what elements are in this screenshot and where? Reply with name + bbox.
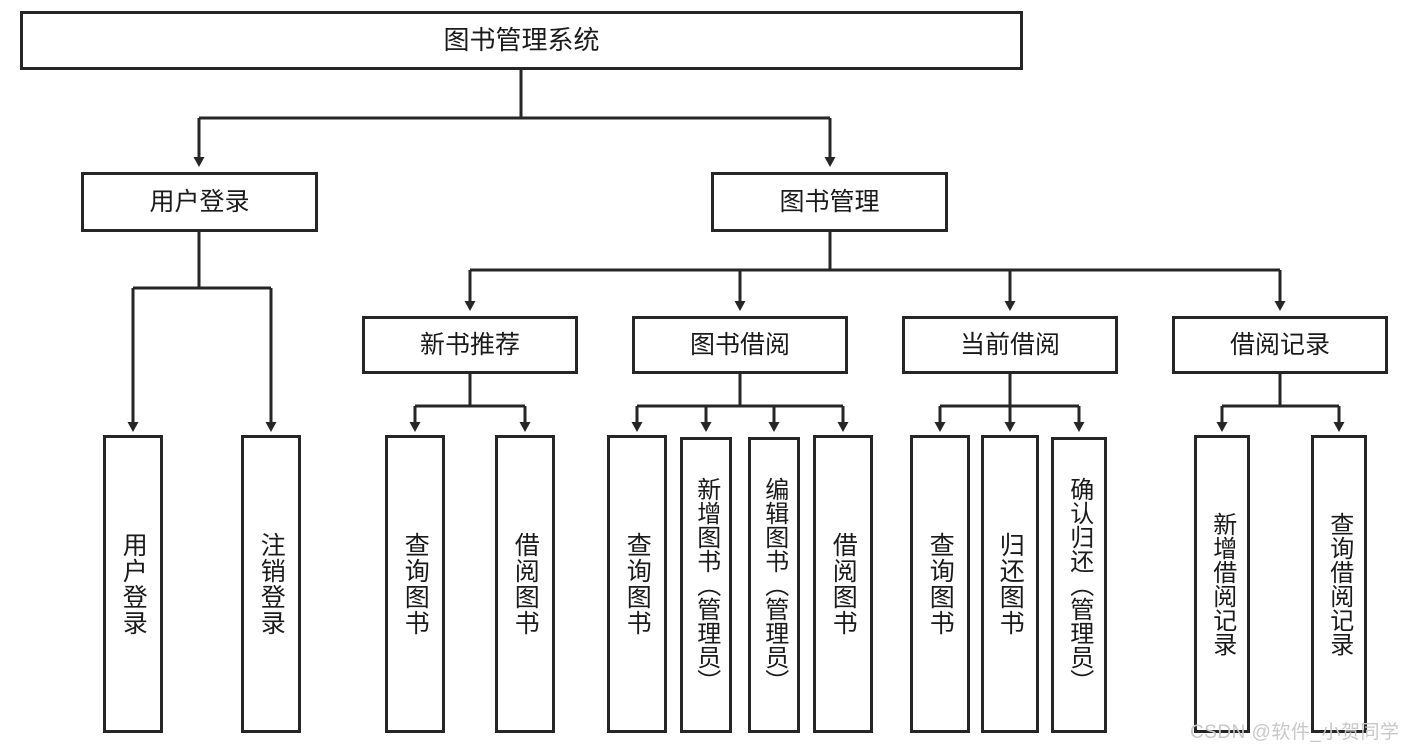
leaf-logout[interactable]: 注销登录 (241, 435, 301, 733)
leaf-bookborrow-borrow-book-label: 借阅图书 (829, 532, 858, 636)
leaf-newbook-query-book[interactable]: 查询图书 (385, 435, 445, 733)
node-user-login-label: 用户登录 (149, 188, 250, 216)
leaf-user-login-label: 用户登录 (119, 532, 148, 636)
leaf-currentborrow-query-book[interactable]: 查询图书 (910, 435, 970, 733)
node-book-borrow-label: 图书借阅 (689, 331, 790, 359)
node-new-book-label: 新书推荐 (419, 331, 520, 359)
node-borrow-record[interactable]: 借阅记录 (1172, 316, 1388, 374)
node-root[interactable]: 图书管理系统 (20, 11, 1023, 70)
node-borrow-record-label: 借阅记录 (1229, 331, 1330, 359)
node-current-borrow[interactable]: 当前借阅 (902, 316, 1118, 374)
leaf-bookborrow-borrow-book[interactable]: 借阅图书 (813, 435, 873, 733)
leaf-newbook-query-book-label: 查询图书 (401, 532, 430, 636)
node-book-manage[interactable]: 图书管理 (711, 172, 948, 232)
leaf-bookborrow-query-book-label: 查询图书 (623, 532, 652, 636)
leaf-borrowrecord-query-record-label: 查询借阅记录 (1325, 512, 1353, 656)
leaf-bookborrow-query-book[interactable]: 查询图书 (607, 435, 667, 733)
leaf-newbook-borrow-book[interactable]: 借阅图书 (495, 435, 555, 733)
leaf-logout-label: 注销登录 (257, 532, 286, 636)
leaf-currentborrow-return-book[interactable]: 归还图书 (981, 435, 1039, 733)
node-book-manage-label: 图书管理 (779, 188, 880, 216)
leaf-bookborrow-add-book-label: 新增图书（管理员） (692, 477, 720, 693)
leaf-bookborrow-add-book[interactable]: 新增图书（管理员） (680, 437, 732, 733)
node-user-login[interactable]: 用户登录 (81, 172, 318, 232)
leaf-user-login[interactable]: 用户登录 (103, 435, 163, 733)
node-new-book[interactable]: 新书推荐 (362, 316, 578, 374)
node-book-borrow[interactable]: 图书借阅 (632, 316, 848, 374)
leaf-currentborrow-query-book-label: 查询图书 (926, 532, 955, 636)
leaf-currentborrow-return-book-label: 归还图书 (996, 532, 1025, 636)
node-root-label: 图书管理系统 (443, 24, 600, 55)
leaf-newbook-borrow-book-label: 借阅图书 (511, 532, 540, 636)
leaf-borrowrecord-add-record[interactable]: 新增借阅记录 (1194, 435, 1250, 733)
csdn-watermark: CSDN @软件_小贺同学 (1190, 722, 1400, 743)
leaf-currentborrow-confirm-return[interactable]: 确认归还（管理员） (1051, 437, 1107, 733)
leaf-bookborrow-edit-book-label: 编辑图书（管理员） (760, 477, 788, 693)
leaf-currentborrow-confirm-return-label: 确认归还（管理员） (1065, 477, 1093, 693)
node-current-borrow-label: 当前借阅 (959, 331, 1060, 359)
leaf-borrowrecord-add-record-label: 新增借阅记录 (1208, 512, 1236, 656)
leaf-borrowrecord-query-record[interactable]: 查询借阅记录 (1311, 435, 1367, 733)
leaf-bookborrow-edit-book[interactable]: 编辑图书（管理员） (748, 437, 800, 733)
